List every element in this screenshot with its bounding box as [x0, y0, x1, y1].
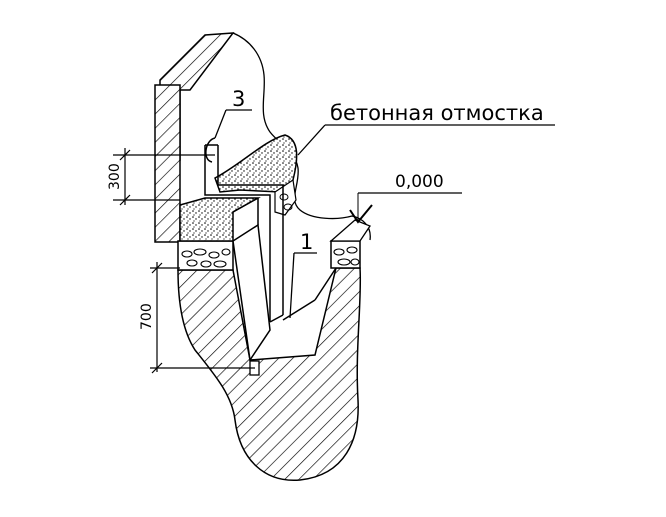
waterproofing-layer [204, 145, 271, 322]
level-mark-arrow [349, 204, 373, 224]
concrete-apron-label: бетонная отмостка [330, 101, 544, 125]
callout-1-label: 1 [300, 230, 313, 254]
gravel-stones-right [333, 246, 360, 266]
apron-leader [297, 124, 326, 156]
soil-wedge [232, 223, 271, 363]
level-mark-label: 0,000 [395, 172, 444, 192]
callout-3-leader [214, 109, 227, 139]
soil-mass [177, 267, 362, 481]
waterproofing-layer-inner [217, 145, 284, 315]
callout-3-label: 3 [232, 87, 245, 111]
concrete-apron [214, 134, 298, 193]
gravel-under-apron [274, 178, 297, 216]
dimension-700-label: 700 [139, 303, 155, 330]
soil-boundary-upper [232, 32, 371, 241]
dimension-300 [113, 148, 215, 206]
callout-1-leader [289, 252, 295, 319]
dimension-300-label: 300 [107, 163, 123, 190]
dimension-700 [150, 262, 255, 374]
callout-3-hook [205, 137, 216, 163]
wall [154, 84, 181, 243]
gravel-under-apron-stones [279, 193, 293, 211]
gravel-stones-left [181, 248, 231, 268]
right-slope [329, 219, 371, 242]
